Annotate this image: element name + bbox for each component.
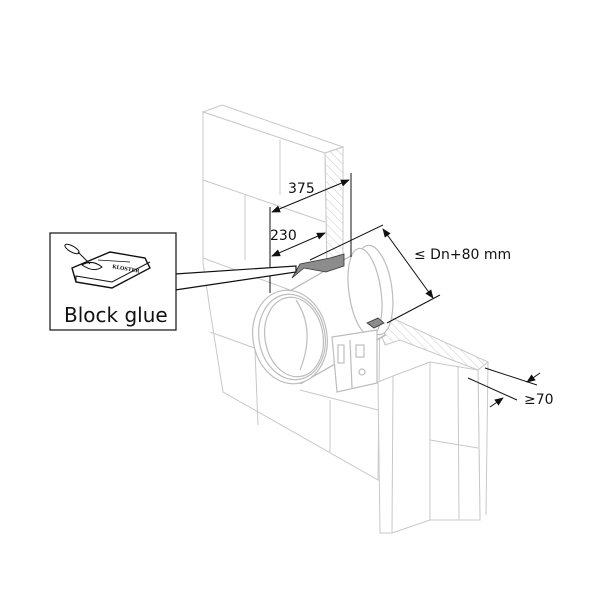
dimension-70-label: ≥70 [524,392,554,408]
package-brand-label: KLOSTER [112,264,141,275]
block-glue-top [291,253,345,279]
dimension-230: 230 [270,228,326,257]
dimension-70: ≥70 [467,367,554,408]
dimension-opening-label: ≤ Dn+80 mm [414,247,511,263]
dimension-375: 375 [269,173,352,293]
dimension-230-label: 230 [270,228,297,244]
glue-package-icon: KLOSTER [64,243,151,289]
block-glue-callout: KLOSTER Block glue [49,232,297,331]
dimension-375-label: 375 [288,181,315,197]
fire-damper [252,244,394,393]
wall-section-hatch [324,146,344,274]
block-glue-label: Block glue [64,303,168,327]
block-glue-bottom [366,317,385,329]
actuator-box [331,329,378,393]
dimension-opening: ≤ Dn+80 mm [309,224,511,324]
